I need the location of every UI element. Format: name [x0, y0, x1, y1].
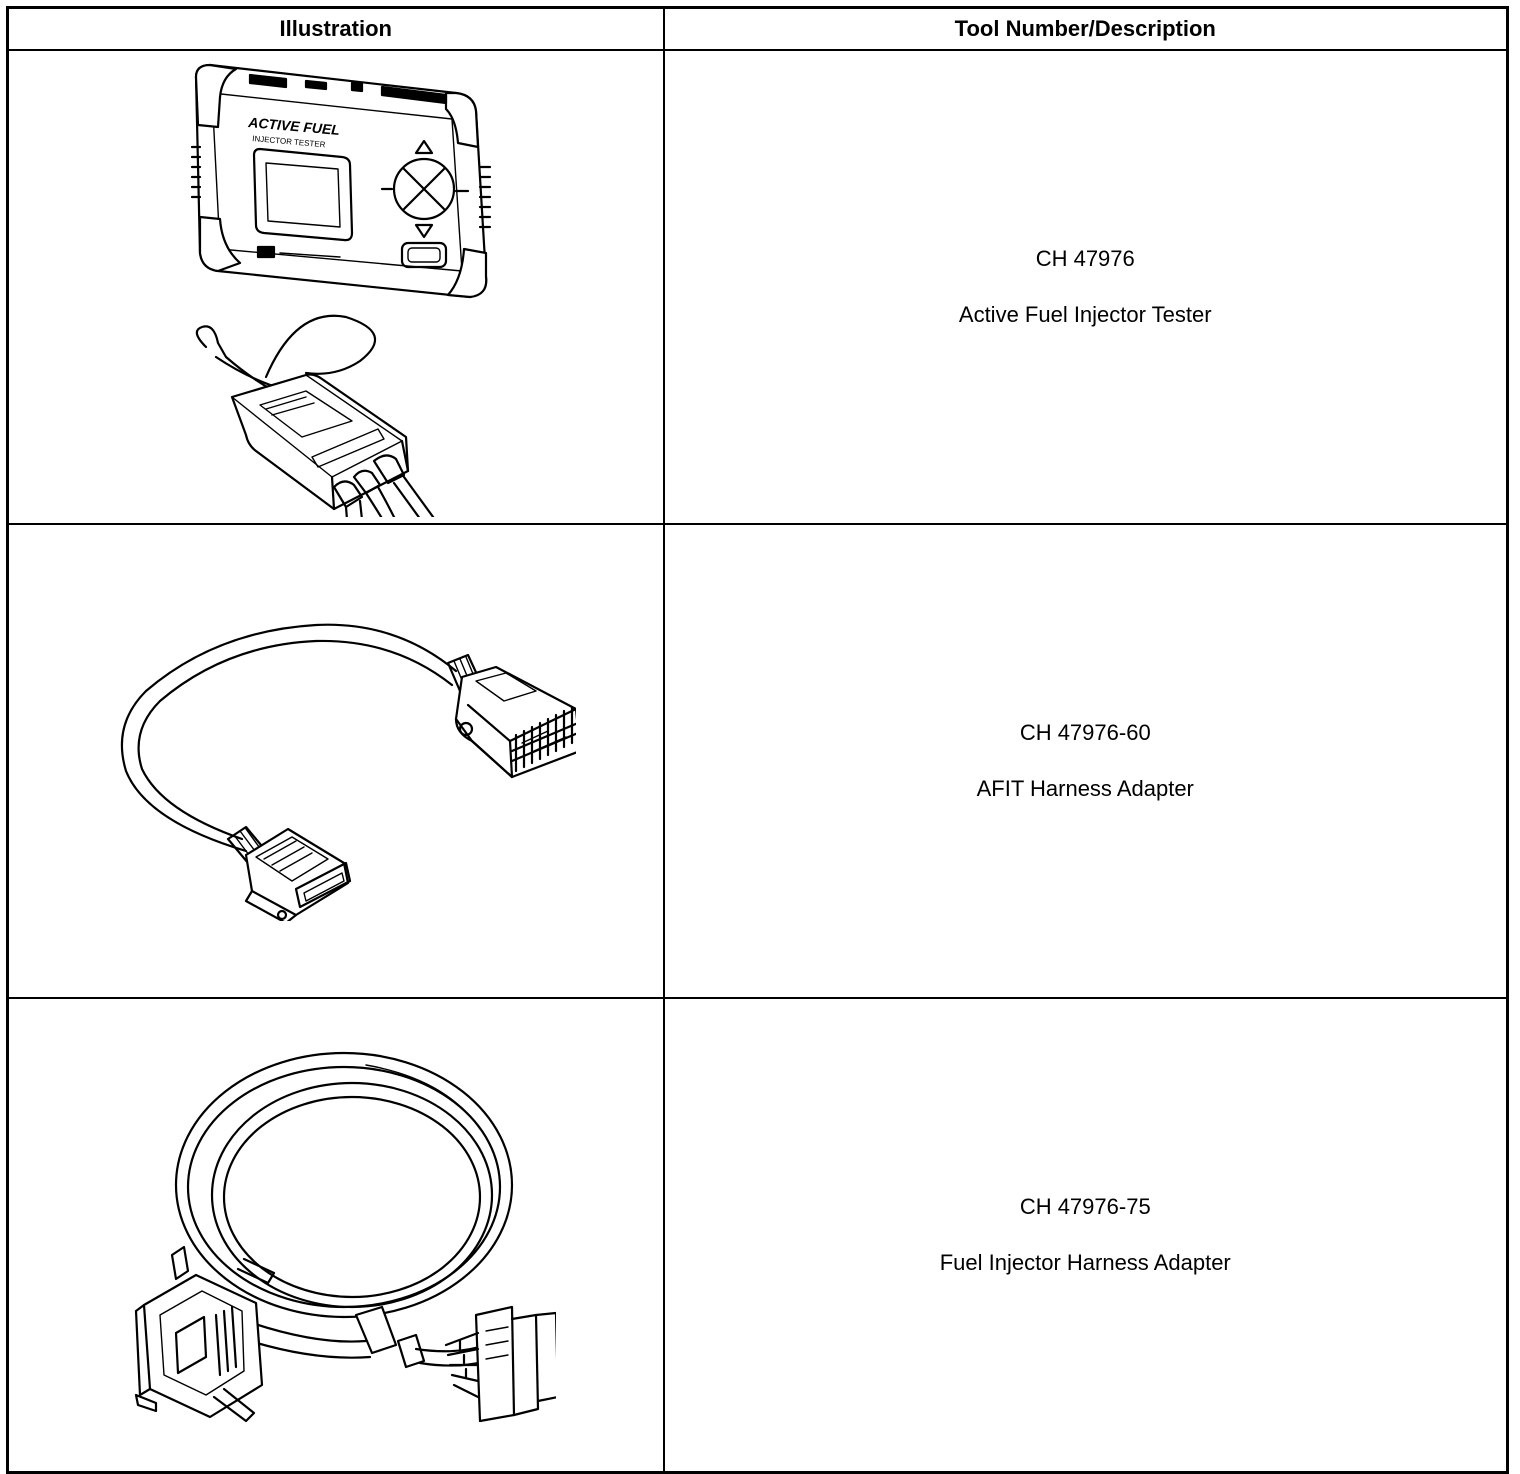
tool-description: Fuel Injector Harness Adapter — [939, 1250, 1231, 1275]
afit-harness-adapter-icon — [120, 623, 576, 921]
table-row: CH 47976-60 AFIT Harness Adapter — [6, 523, 1509, 999]
illustration-cell: ACTIVE FUEL INJECTOR TESTER — [6, 49, 665, 525]
illustration-cell — [6, 997, 665, 1474]
tool-number: CH 47976-75 — [1019, 1194, 1151, 1219]
table-row: ACTIVE FUEL INJECTOR TESTER — [6, 49, 1509, 525]
tool-description: Active Fuel Injector Tester — [958, 302, 1212, 327]
tool-description-cell: CH 47976-75 Fuel Injector Harness Adapte… — [662, 997, 1509, 1474]
tool-table: Illustration Tool Number/Description — [6, 6, 1509, 1474]
tool-number: CH 47976 — [1035, 246, 1135, 271]
tool-description-cell: CH 47976-60 AFIT Harness Adapter — [662, 523, 1509, 999]
header-illustration: Illustration — [6, 6, 665, 51]
device-logo-subtext: INJECTOR TESTER — [252, 134, 326, 149]
tool-description-cell: CH 47976 Active Fuel Injector Tester — [662, 49, 1509, 525]
header-tool-description: Tool Number/Description — [662, 6, 1509, 51]
table-row: CH 47976-75 Fuel Injector Harness Adapte… — [6, 997, 1509, 1474]
fuel-injector-harness-adapter-icon — [134, 1051, 556, 1423]
tool-number: CH 47976-60 — [1019, 720, 1151, 745]
active-fuel-injector-tester-icon: ACTIVE FUEL INJECTOR TESTER — [190, 63, 491, 517]
table-header-row: Illustration Tool Number/Description — [6, 6, 1509, 51]
illustration-cell — [6, 523, 665, 999]
tool-description: AFIT Harness Adapter — [976, 776, 1194, 801]
